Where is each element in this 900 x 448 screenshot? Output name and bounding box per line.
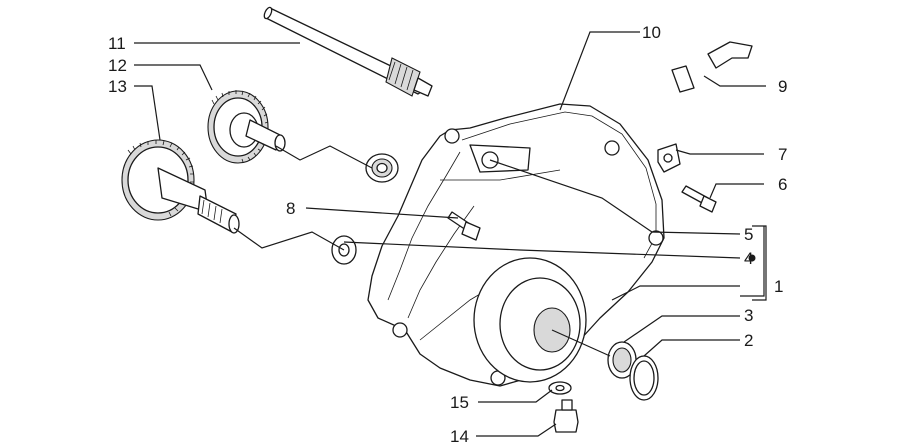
callout-3: 3 xyxy=(744,306,753,325)
callout-4: 4 xyxy=(744,249,753,268)
callout-2: 2 xyxy=(744,331,753,350)
callout-labels: 1 2 3 4 5 6 7 8 9 10 11 12 13 14 15 xyxy=(108,23,787,446)
part-oil-seal[interactable] xyxy=(607,341,637,379)
callout-10: 10 xyxy=(642,23,661,42)
callout-12: 12 xyxy=(108,56,127,75)
part-cover-housing[interactable] xyxy=(367,103,665,387)
callout-15: 15 xyxy=(450,393,469,412)
callout-8: 8 xyxy=(286,199,295,218)
part-clip[interactable] xyxy=(657,143,681,173)
callout-6: 6 xyxy=(778,175,787,194)
callout-13: 13 xyxy=(108,77,127,96)
leader-lines xyxy=(134,31,767,437)
callout-9: 9 xyxy=(778,77,787,96)
callout-11: 11 xyxy=(108,34,126,53)
callout-1: 1 xyxy=(774,277,783,296)
part-gear-large[interactable] xyxy=(207,90,286,164)
part-bearing[interactable] xyxy=(365,153,399,183)
part-hose[interactable] xyxy=(671,41,753,93)
group-bullet-dot xyxy=(748,254,756,262)
callout-7: 7 xyxy=(778,145,787,164)
part-bolt-6[interactable] xyxy=(681,185,717,213)
part-gear-cluster[interactable] xyxy=(121,139,240,234)
callout-5: 5 xyxy=(744,225,753,244)
part-bolt-8[interactable] xyxy=(447,211,481,241)
callout-14: 14 xyxy=(450,427,469,446)
part-drain-plug[interactable] xyxy=(553,399,579,433)
part-drain-washer[interactable] xyxy=(548,381,572,395)
part-shaft[interactable] xyxy=(263,6,433,97)
part-circlip[interactable] xyxy=(629,355,659,401)
